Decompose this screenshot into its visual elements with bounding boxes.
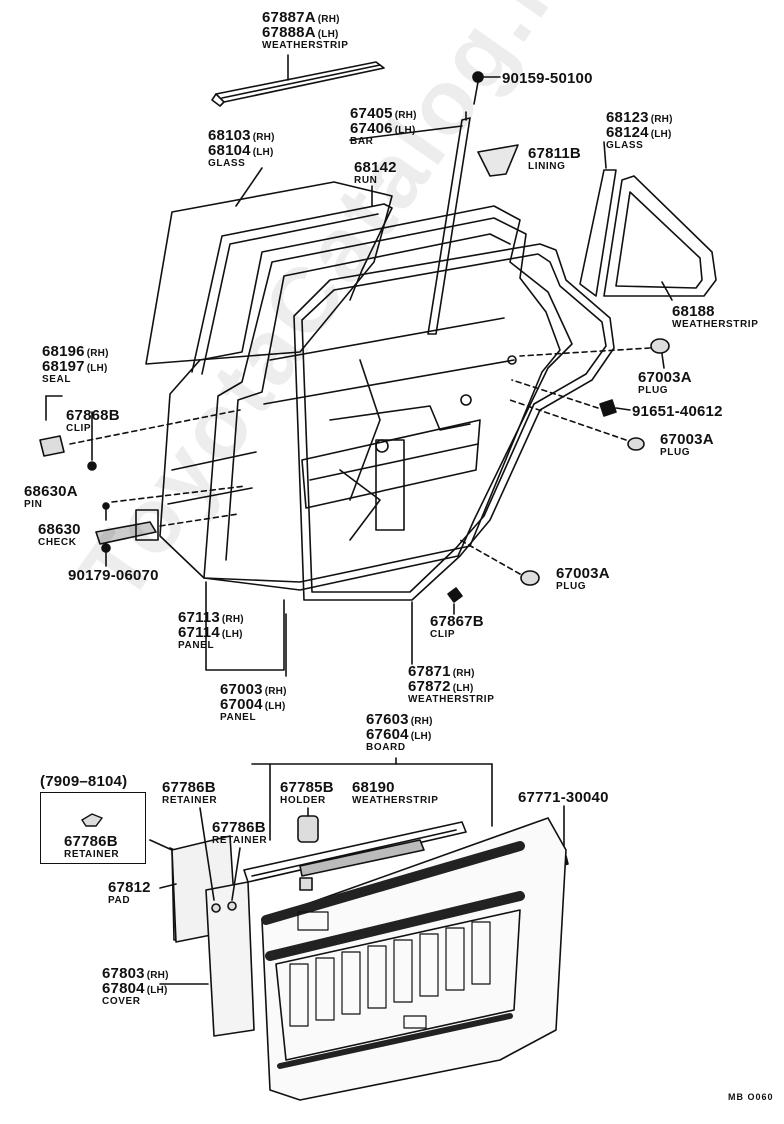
label-pin: 68630A PIN (24, 483, 78, 510)
label-door-weatherstrip: 67871(RH) 67872(LH) WEATHERSTRIP (408, 663, 495, 705)
label-plug-2: 67003A PLUG (660, 431, 714, 458)
label-retainer-a: 67786B RETAINER (162, 779, 218, 806)
pin-icon (102, 502, 110, 521)
label-quarter-weatherstrip: 68188 WEATHERSTRIP (672, 303, 759, 330)
label-date-range: (7909–8104) (40, 773, 128, 790)
quarter-glass (579, 169, 617, 297)
window-regulator (329, 355, 517, 501)
board-slats (289, 911, 491, 1029)
clip-b-icon (447, 587, 463, 603)
bolt-top-icon (472, 71, 484, 105)
figure-code: MB O060 (728, 1092, 774, 1102)
label-board: 67603(RH) 67604(LH) BOARD (366, 711, 433, 753)
belt-weatherstrip-outer (211, 61, 385, 107)
label-plug-1: 67003A PLUG (638, 369, 692, 396)
label-bolt-top: 90159-50100 (502, 70, 593, 87)
label-clip-a: 67868B CLIP (66, 407, 120, 434)
label-weatherstrip-outer: 67887A(RH) 67888A(LH) WEATHERSTRIP (262, 9, 349, 51)
label-bar: 67405(RH) 67406(LH) BAR (350, 105, 417, 147)
door-check (95, 509, 159, 553)
lining-piece (477, 144, 519, 177)
label-pad: 67812 PAD (108, 879, 151, 906)
label-quarter-glass: 68123(RH) 68124(LH) GLASS (606, 109, 673, 151)
plug-1-icon (650, 338, 670, 354)
label-holder: 67785B HOLDER (280, 779, 334, 806)
retainer-a-icon (211, 901, 237, 913)
label-outer-panel: 67003(RH) 67004(LH) PANEL (220, 681, 287, 723)
seal-clip-icon (39, 435, 97, 471)
label-inner-panel: 67113(RH) 67114(LH) PANEL (178, 609, 244, 651)
label-retainer-b: 67786B RETAINER (212, 819, 268, 846)
label-screw: 67771-30040 (518, 789, 609, 806)
retainer-inset-box (40, 792, 146, 864)
label-retainer-inset: 67786B RETAINER (64, 833, 120, 860)
division-bar (427, 111, 471, 335)
quarter-weatherstrip (603, 175, 717, 297)
label-lining: 67811B LINING (528, 145, 581, 172)
label-plug-3: 67003A PLUG (556, 565, 610, 592)
label-clip-b: 67867B CLIP (430, 613, 484, 640)
door-trim-board (261, 817, 567, 1101)
label-bolt-check: 90179-06070 (68, 567, 159, 584)
plug-2-icon (627, 437, 645, 451)
label-check: 68630 CHECK (38, 521, 81, 548)
retainer-inset-icon (81, 813, 104, 827)
board-weatherstrip (243, 821, 467, 883)
label-door-glass: 68103(RH) 68104(LH) GLASS (208, 127, 275, 169)
bolt-mid-icon (599, 399, 631, 417)
label-cover: 67803(RH) 67804(LH) COVER (102, 965, 169, 1007)
label-bolt-mid: 91651-40612 (632, 403, 723, 420)
label-run: 68142 RUN (354, 159, 397, 186)
label-board-weatherstrip: 68190 WEATHERSTRIP (352, 779, 439, 806)
door-glass (145, 181, 393, 365)
door-weatherstrip (293, 243, 615, 601)
holder-icon (297, 815, 319, 891)
plug-3-icon (520, 570, 540, 586)
label-seal: 68196(RH) 68197(LH) SEAL (42, 343, 109, 385)
door-inner-panel (203, 217, 561, 583)
